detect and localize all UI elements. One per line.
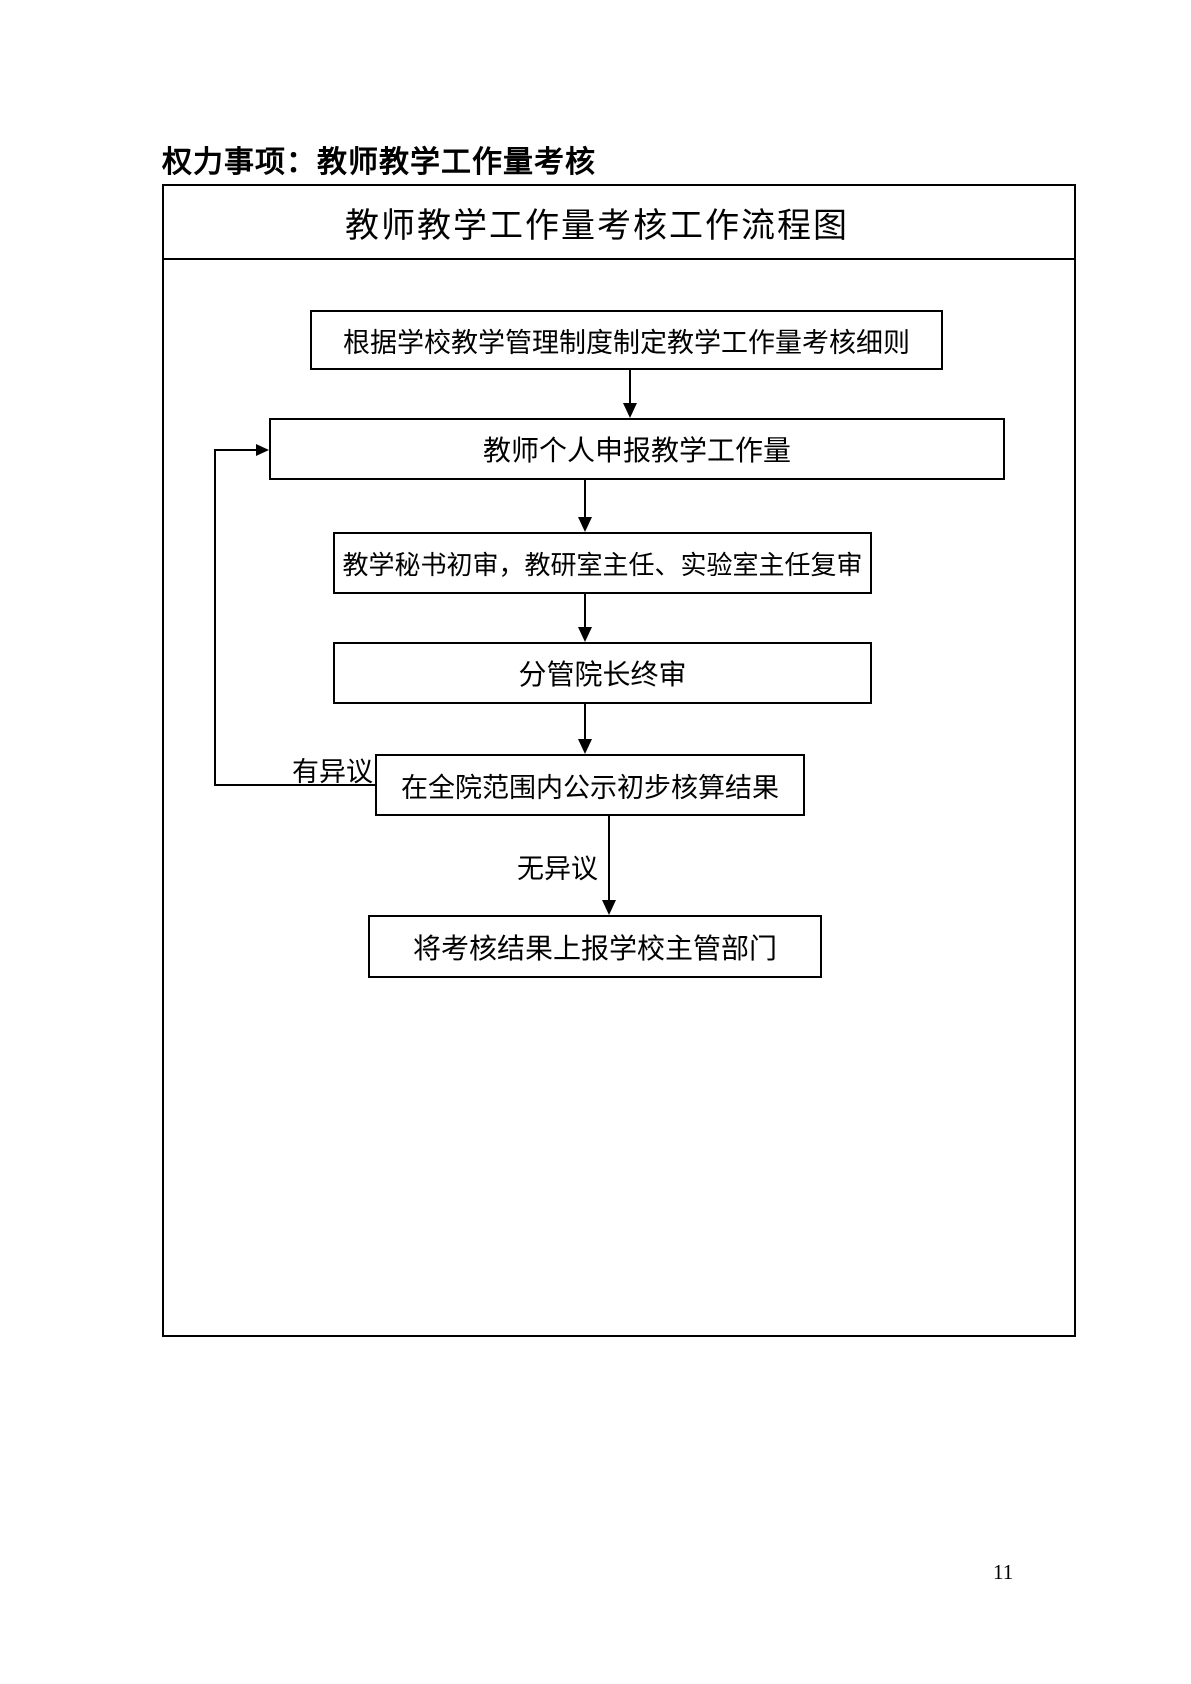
flow-arrow-1-2	[629, 370, 631, 405]
arrowhead-down-icon	[578, 627, 592, 642]
flow-step-4: 分管院长终审	[333, 642, 872, 704]
flow-arrow-2-3	[584, 480, 586, 519]
arrowhead-down-icon	[623, 403, 637, 418]
flow-step-5-label: 在全院范围内公示初步核算结果	[401, 772, 779, 803]
flow-step-6-label: 将考核结果上报学校主管部门	[412, 933, 777, 965]
arrowhead-down-icon	[602, 900, 616, 915]
flow-arrow-4-5	[584, 704, 586, 741]
feedback-line-top	[214, 449, 257, 451]
flowchart-frame: 教师教学工作量考核工作流程图	[162, 184, 1076, 1337]
flow-arrow-5-6	[608, 816, 610, 902]
flow-step-2: 教师个人申报教学工作量	[269, 418, 1005, 480]
arrowhead-right-icon	[256, 444, 269, 456]
flow-arrow-3-4	[584, 594, 586, 629]
document-heading: 权力事项：教师教学工作量考核	[162, 146, 596, 179]
page-number: 11	[993, 1560, 1014, 1584]
flowchart-title: 教师教学工作量考核工作流程图	[345, 207, 849, 245]
feedback-line-bottom	[214, 784, 375, 786]
flow-step-4-label: 分管院长终审	[518, 660, 687, 691]
flow-step-2-label: 教师个人申报教学工作量	[482, 436, 791, 467]
flowchart-header-band: 教师教学工作量考核工作流程图	[164, 186, 1074, 260]
arrowhead-down-icon	[578, 739, 592, 754]
flow-step-1: 根据学校教学管理制度制定教学工作量考核细则	[310, 310, 943, 370]
flow-step-3-label: 教学秘书初审，教研室主任、实验室主任复审	[342, 550, 863, 580]
flow-step-5: 在全院范围内公示初步核算结果	[375, 754, 805, 816]
branch-label-no-objection: 无异议	[517, 854, 598, 884]
flow-step-3: 教学秘书初审，教研室主任、实验室主任复审	[333, 532, 872, 594]
flow-step-1-label: 根据学校教学管理制度制定教学工作量考核细则	[343, 327, 910, 358]
flow-step-6: 将考核结果上报学校主管部门	[368, 915, 822, 978]
feedback-line-vertical	[214, 450, 216, 786]
arrowhead-down-icon	[578, 517, 592, 532]
branch-label-objection: 有异议	[292, 757, 373, 787]
